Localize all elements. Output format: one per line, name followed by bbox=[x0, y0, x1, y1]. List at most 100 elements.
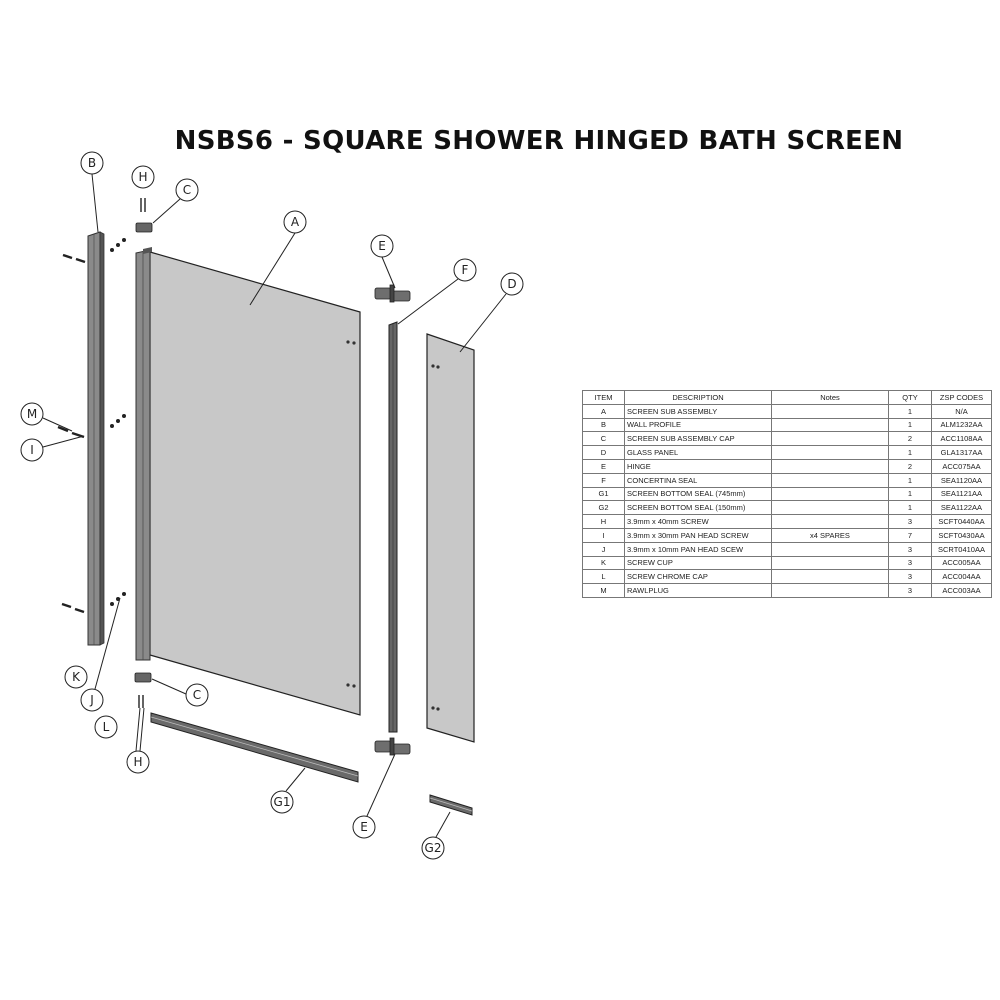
callout-A: A bbox=[283, 210, 307, 234]
svg-text:B: B bbox=[88, 156, 96, 170]
callout-H-top: H bbox=[131, 165, 155, 189]
callout-C-bottom: C bbox=[185, 683, 209, 707]
qty-cell: 1 bbox=[888, 417, 932, 433]
code-cell: ACC004AA bbox=[931, 569, 992, 585]
notes-cell bbox=[771, 514, 889, 529]
hinge-parts bbox=[374, 284, 411, 756]
screw-cap-parts bbox=[110, 238, 126, 606]
qty-cell: 1 bbox=[888, 500, 932, 516]
svg-text:K: K bbox=[72, 670, 81, 684]
bottom-seal-745-part bbox=[150, 712, 359, 783]
notes-cell bbox=[771, 472, 889, 488]
qty-cell: 3 bbox=[888, 583, 932, 598]
svg-text:H: H bbox=[138, 170, 147, 184]
callout-D: D bbox=[500, 272, 524, 296]
qty-cell: 3 bbox=[888, 514, 932, 529]
callout-B: B bbox=[80, 151, 104, 175]
notes-cell bbox=[771, 500, 889, 516]
description-cell: 3.9mm x 40mm SCREW bbox=[624, 514, 772, 529]
svg-text:C: C bbox=[193, 688, 201, 702]
code-cell: SCFT0430AA bbox=[931, 527, 992, 543]
header-notes: Notes bbox=[771, 390, 889, 405]
header-description: DESCRIPTION bbox=[624, 390, 772, 405]
svg-text:A: A bbox=[291, 215, 300, 229]
svg-text:E: E bbox=[378, 239, 386, 253]
bottom-seal-150-part bbox=[429, 794, 473, 816]
notes-cell bbox=[771, 431, 889, 447]
description-cell: SCREEN SUB ASSEMBLY CAP bbox=[624, 431, 772, 447]
bom-header-row: ITEM DESCRIPTION Notes QTY ZSP CODES bbox=[582, 390, 992, 405]
diagram-title: NSBS6 - SQUARE SHOWER HINGED BATH SCREEN bbox=[174, 126, 904, 156]
code-cell: N/A bbox=[931, 403, 992, 419]
callout-K: K bbox=[64, 665, 88, 689]
screen-sub-assembly-part bbox=[135, 247, 361, 716]
notes-cell bbox=[771, 417, 889, 433]
svg-text:G2: G2 bbox=[425, 841, 442, 855]
item-cell: M bbox=[582, 583, 625, 598]
notes-cell bbox=[771, 555, 889, 571]
code-cell: ALM1232AA bbox=[931, 417, 992, 433]
item-cell: H bbox=[582, 514, 625, 529]
description-cell: HINGE bbox=[624, 458, 772, 474]
callout-G1: G1 bbox=[270, 790, 294, 814]
item-cell: C bbox=[582, 431, 625, 447]
code-cell: ACC003AA bbox=[931, 583, 992, 598]
qty-cell: 1 bbox=[888, 472, 932, 488]
header-qty: QTY bbox=[888, 390, 932, 405]
qty-cell: 1 bbox=[888, 445, 932, 460]
qty-cell: 2 bbox=[888, 458, 932, 474]
callout-C-top: C bbox=[175, 178, 199, 202]
description-cell: CONCERTINA SEAL bbox=[624, 472, 772, 488]
item-cell: J bbox=[582, 541, 625, 557]
svg-text:C: C bbox=[183, 183, 191, 197]
description-cell: 3.9mm x 30mm PAN HEAD SCREW bbox=[624, 527, 772, 543]
svg-text:H: H bbox=[133, 755, 142, 769]
code-cell: ACC1108AA bbox=[931, 431, 992, 447]
notes-cell bbox=[771, 569, 889, 585]
callout-F: F bbox=[453, 258, 477, 282]
screen-cap-parts bbox=[134, 222, 153, 683]
callout-E-top: E bbox=[370, 234, 394, 258]
item-cell: B bbox=[582, 417, 625, 433]
qty-cell: 3 bbox=[888, 555, 932, 571]
item-cell: G1 bbox=[582, 486, 625, 502]
callout-L: L bbox=[94, 715, 118, 739]
description-cell: SCREEN BOTTOM SEAL (745mm) bbox=[624, 486, 772, 502]
callout-G2: G2 bbox=[421, 836, 445, 860]
notes-cell: x4 SPARES bbox=[771, 527, 889, 543]
item-cell: L bbox=[582, 569, 625, 585]
notes-cell bbox=[771, 458, 889, 474]
description-cell: SCREW CHROME CAP bbox=[624, 569, 772, 585]
callout-E-bottom: E bbox=[352, 815, 376, 839]
item-cell: I bbox=[582, 527, 625, 543]
code-cell: SCFT0440AA bbox=[931, 514, 992, 529]
code-cell: SEA1121AA bbox=[931, 486, 992, 502]
code-cell: ACC075AA bbox=[931, 458, 992, 474]
notes-cell bbox=[771, 445, 889, 460]
notes-cell bbox=[771, 403, 889, 419]
screw-parts bbox=[138, 198, 146, 708]
item-cell: D bbox=[582, 445, 625, 460]
qty-cell: 2 bbox=[888, 431, 932, 447]
qty-cell: 7 bbox=[888, 527, 932, 543]
item-cell: A bbox=[582, 403, 625, 419]
svg-text:G1: G1 bbox=[274, 795, 291, 809]
callout-J: J bbox=[80, 688, 104, 712]
qty-cell: 1 bbox=[888, 486, 932, 502]
callout-I: I bbox=[20, 438, 44, 462]
item-cell: K bbox=[582, 555, 625, 571]
description-cell: 3.9mm x 10mm PAN HEAD SCEW bbox=[624, 541, 772, 557]
item-cell: G2 bbox=[582, 500, 625, 516]
